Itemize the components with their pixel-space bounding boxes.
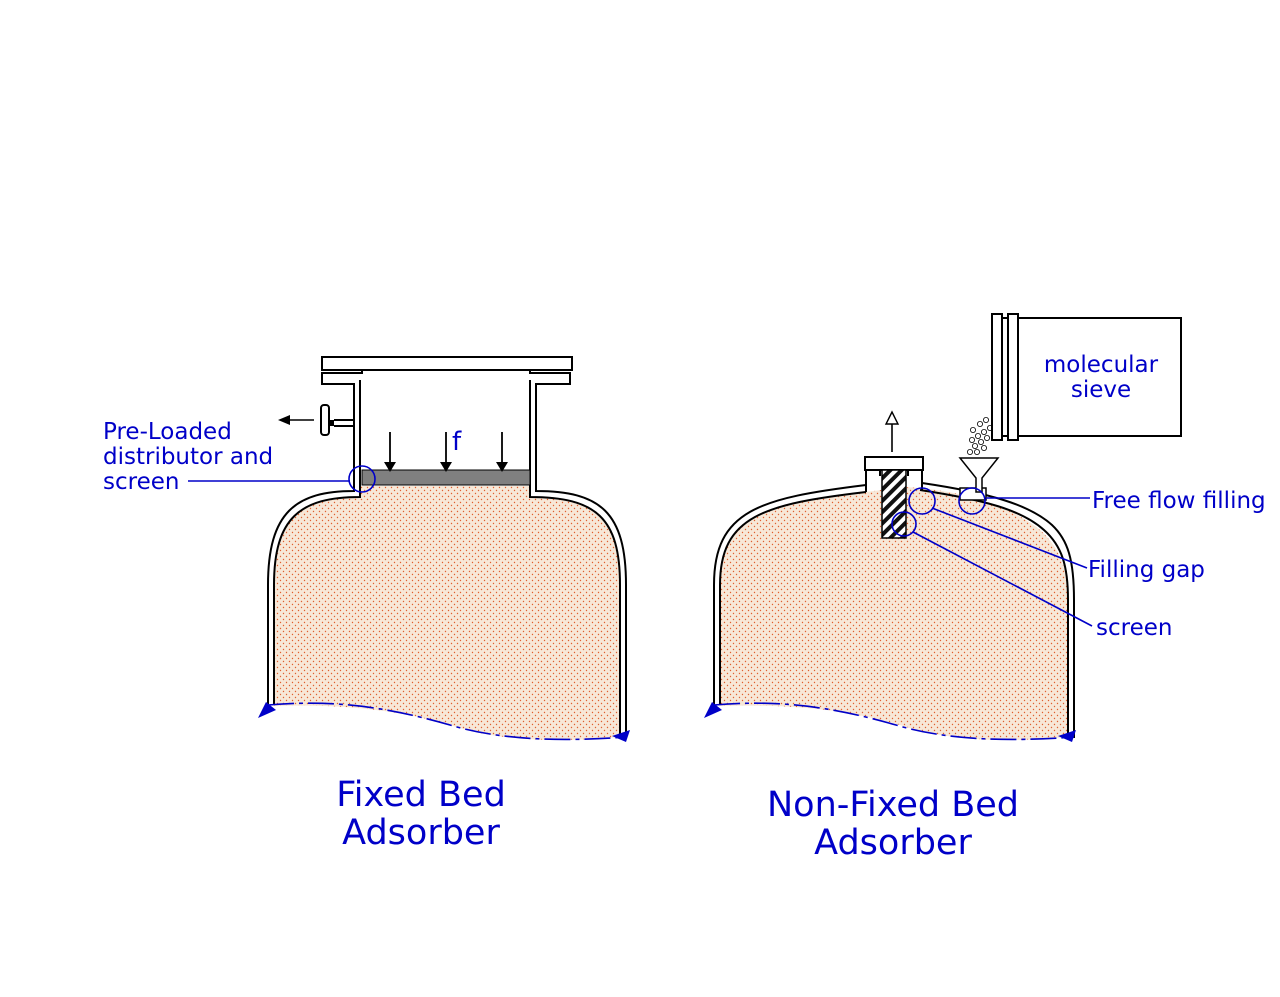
screen-label: screen [1096, 615, 1172, 641]
filling-gap-callout-circle [908, 487, 936, 515]
arrow-down-icon [440, 462, 452, 472]
filling-gap-label: Filling gap [1088, 557, 1205, 583]
screen-callout-circle [891, 511, 917, 537]
fixed-break-line [267, 702, 627, 741]
preloaded-callout-circle [348, 465, 376, 493]
nonfixed-break-line [713, 702, 1075, 741]
arrow-up-icon [884, 410, 900, 425]
fixed-vessel-wall-inner [273, 380, 361, 705]
nonfixed-vessel-wall-inner [719, 491, 867, 705]
side-valve [278, 404, 354, 436]
fixed-vessel-wall-right [529, 370, 627, 738]
break-marker-right [1058, 730, 1076, 742]
fixed-title-2: Adsorber [342, 813, 500, 853]
fixed-vessel-wall [267, 370, 363, 705]
break-marker-left [258, 702, 276, 718]
arrow-left-icon [278, 415, 290, 425]
free-flow-callout-circle [958, 487, 986, 515]
free-flow-label: Free flow filling [1092, 488, 1266, 514]
preloaded-label-1: Pre-Loaded [103, 419, 232, 445]
nonfixed-title-1: Non-Fixed Bed [767, 785, 1019, 825]
break-marker-right [612, 730, 630, 742]
nonfixed-bed-adsorber: molecular sieve Free flow filling Fillin… [704, 313, 1266, 863]
pellet-stream-icon [967, 416, 994, 455]
arrow-down-icon [496, 462, 508, 472]
screen-cartridge [881, 469, 907, 539]
nonfixed-bed-packing [720, 487, 1068, 740]
fixed-top-flange [321, 356, 573, 371]
nonfixed-title-2: Adsorber [814, 823, 972, 863]
preloaded-label-3: screen [103, 469, 179, 495]
screen-leader [912, 531, 1093, 627]
force-arrows [384, 432, 508, 472]
fixed-title-1: Fixed Bed [336, 775, 506, 815]
break-marker-left [704, 702, 722, 718]
funnel-icon [958, 457, 1000, 493]
fixed-bed-adsorber: f Pre-Loaded distributor and screen Fixe… [103, 356, 630, 853]
nonfixed-nozzle-neck [865, 470, 923, 492]
nonfixed-nozzle-cap [864, 456, 924, 471]
sieve-label-2: sieve [1071, 377, 1131, 403]
distributor-plate [361, 469, 531, 486]
sieve-label-1: molecular [1044, 352, 1159, 378]
arrow-down-icon [384, 462, 396, 472]
sieve-drum-icon [991, 313, 1182, 441]
fixed-vessel-wall-right-inner [529, 380, 621, 738]
nonfixed-vessel-wall [713, 484, 867, 705]
force-label: f [452, 427, 462, 457]
fixed-bed-packing [274, 486, 620, 740]
filling-gap-leader [931, 507, 1088, 569]
preloaded-label-2: distributor and [103, 444, 273, 470]
